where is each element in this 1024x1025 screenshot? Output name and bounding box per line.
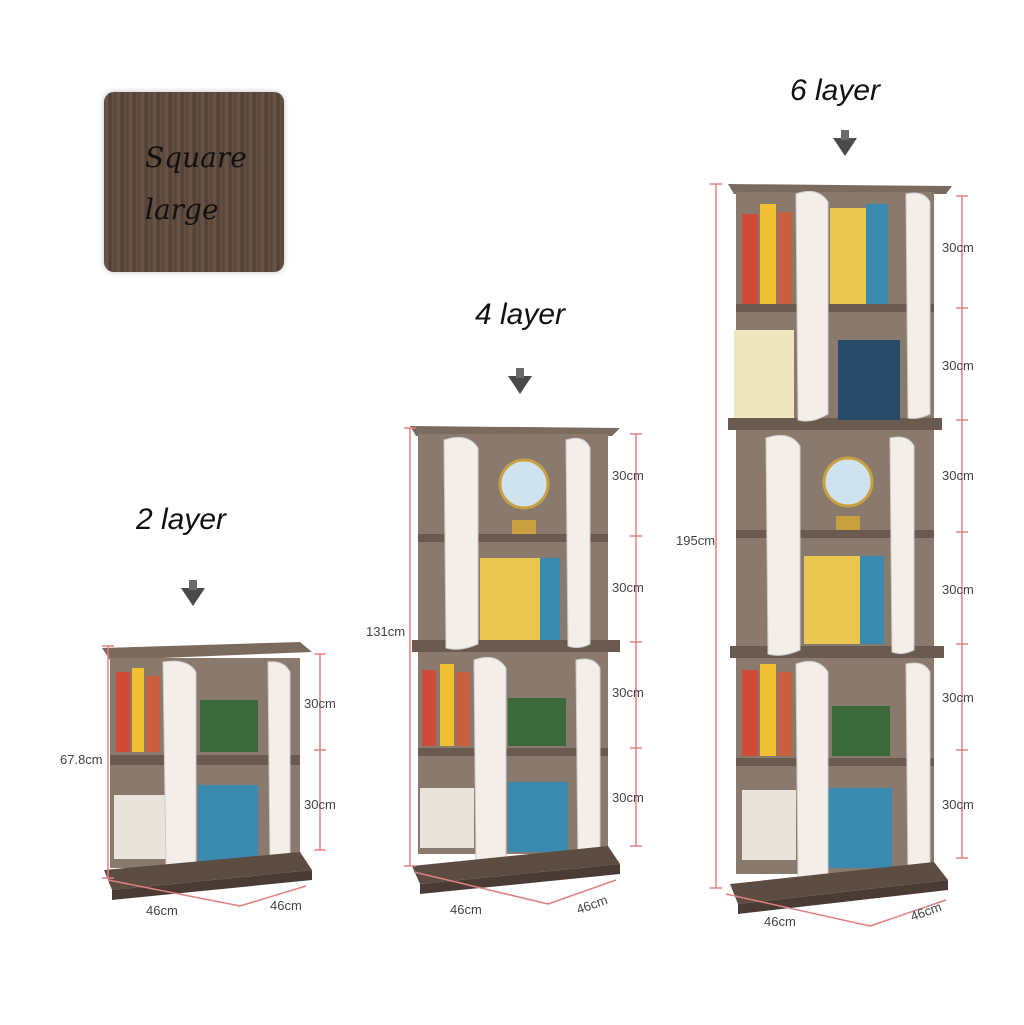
four-layer-shelf-3-label: 30cm: [612, 685, 644, 700]
six-layer-title: 6 layer: [790, 74, 881, 107]
six-layer-shelf-3-label: 30cm: [942, 468, 974, 483]
four-layer-bookshelf: [410, 426, 620, 894]
two-layer-height-label: 67.8cm: [60, 752, 103, 767]
four-layer-title: 4 layer: [475, 298, 566, 331]
swatch-label: Square large: [145, 141, 247, 226]
four-layer-shelf-4-label: 30cm: [612, 790, 644, 805]
six-layer-arrow-icon: [833, 130, 857, 156]
two-layer-width-label: 46cm: [146, 903, 178, 918]
six-layer-bookshelf: [728, 184, 952, 914]
six-layer-shelf-2-label: 30cm: [942, 358, 974, 373]
two-layer-shelf-2-label: 30cm: [304, 797, 336, 812]
six-layer-shelf-5-label: 30cm: [942, 690, 974, 705]
six-layer-shelf-1-label: 30cm: [942, 240, 974, 255]
four-layer-height-label: 131cm: [366, 624, 406, 639]
dimension-lines: [102, 183, 968, 927]
six-layer-shelf-6-label: 30cm: [942, 797, 974, 812]
wood-color-swatch: [104, 92, 284, 272]
six-layer-height-label: 195cm: [676, 533, 716, 548]
two-layer-title: 2 layer: [136, 503, 227, 536]
four-layer-width-label: 46cm: [450, 902, 482, 917]
four-layer-shelf-2-label: 30cm: [612, 580, 644, 595]
four-layer-shelf-1-label: 30cm: [612, 468, 644, 483]
six-layer-width-label: 46cm: [764, 914, 796, 929]
two-layer-depth-label: 46cm: [270, 898, 302, 913]
two-layer-shelf-1-label: 30cm: [304, 696, 336, 711]
two-layer-bookshelf: [102, 642, 312, 900]
four-layer-arrow-icon: [508, 368, 532, 394]
two-layer-arrow-icon: [181, 580, 205, 606]
six-layer-shelf-4-label: 30cm: [942, 582, 974, 597]
